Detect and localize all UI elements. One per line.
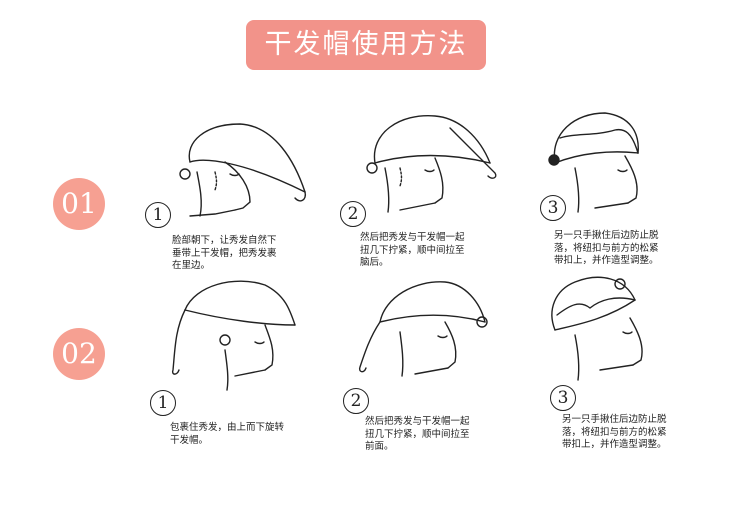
step-caption: 然后把秀发与干发帽一起 扭几下拧紧，顺中间拉至 前面。 [365,416,470,454]
step-number: 3 [540,195,566,221]
row-1-badge: 01 [53,178,105,230]
row-1-step-1: 1 脸部朝下，让秀发自然下 垂带上干发帽，把秀发裹 在里边。 [145,112,315,232]
step-number: 2 [343,388,369,414]
row-2-step-2: 2 然后把秀发与干发帽一起 扭几下拧紧，顺中间拉至 前面。 [340,272,510,392]
row-2-badge: 02 [53,328,105,380]
page-title: 干发帽使用方法 [246,20,486,70]
step-caption: 然后把秀发与干发帽一起 扭几下拧紧，顺中间拉至 脑后。 [360,232,465,270]
row-2-step-1: 1 包裹住秀发，由上而下旋转 干发帽。 [145,270,315,395]
step-number: 1 [150,390,176,416]
towel-hat-illustration [545,270,685,390]
towel-hat-illustration [340,272,510,392]
step-number: 2 [340,201,366,227]
row-1-step-2: 2 然后把秀发与干发帽一起 扭几下拧紧，顺中间拉至 脑后。 [340,108,510,228]
step-number: 1 [145,202,171,228]
step-caption: 脸部朝下，让秀发自然下 垂带上干发帽，把秀发裹 在里边。 [172,235,277,273]
towel-hat-illustration [145,270,315,395]
step-caption: 另一只手揪住后边防止脱 落，将纽扣与前方的松紧 带扣上，并作造型调整。 [562,414,667,452]
step-caption: 包裹住秀发，由上而下旋转 干发帽。 [170,422,284,447]
row-1-step-3: 3 另一只手揪住后边防止脱 落，将纽扣与前方的松紧 带扣上，并作造型调整。 [540,108,680,228]
row-2-step-3: 3 另一只手揪住后边防止脱 落，将纽扣与前方的松紧 带扣上，并作造型调整。 [545,270,685,390]
step-number: 3 [550,385,576,411]
step-caption: 另一只手揪住后边防止脱 落，将纽扣与前方的松紧 带扣上，并作造型调整。 [554,230,659,268]
